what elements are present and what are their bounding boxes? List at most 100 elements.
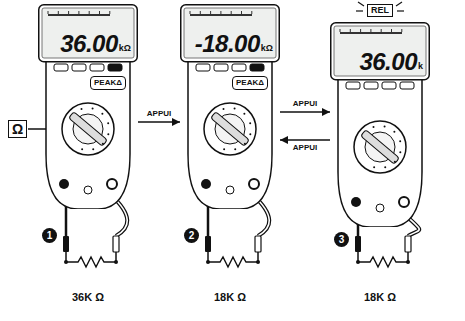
display-reading: 36.00 (359, 49, 417, 75)
edge-label: APPUI (146, 110, 172, 118)
indicator-ray (396, 2, 402, 6)
press-arrow (280, 139, 330, 141)
display-unit: k (418, 61, 423, 71)
meter-body (46, 60, 130, 209)
bar-tick (99, 11, 100, 14)
dial-mark (399, 140, 401, 142)
lcd-screen (184, 8, 276, 58)
dial-mark (384, 166, 386, 168)
bar-tick (231, 11, 232, 14)
red-probe (405, 236, 411, 252)
bar-tick (48, 11, 49, 14)
dial-mark (81, 148, 83, 150)
lcd-readout: 36.00k (335, 27, 425, 75)
lcd-readout: 36.00kΩ (43, 9, 133, 57)
bar-tick (370, 29, 371, 32)
function-button (90, 64, 104, 71)
function-button (250, 64, 264, 71)
display-frame (331, 23, 430, 80)
v-ohm-jack (249, 179, 259, 189)
junction-dot (406, 260, 410, 264)
bar-tick (190, 11, 191, 14)
function-button (382, 82, 396, 89)
black-probe (205, 236, 211, 252)
leader-line (28, 128, 47, 130)
multimeter: -18.00kΩ (180, 4, 280, 209)
resistance-value: 18K Ω (214, 292, 246, 303)
bar-tick (360, 29, 361, 32)
v-ohm-jack (107, 179, 117, 189)
edge-label: APPUI (292, 144, 318, 152)
bar-tick (58, 11, 59, 14)
function-button (72, 64, 86, 71)
bar-tick (251, 11, 252, 14)
dial-mark (249, 122, 251, 124)
display-reading: -18.00 (195, 31, 260, 57)
jack (84, 186, 92, 194)
red-probe (113, 236, 119, 252)
rotary-dial (204, 103, 256, 155)
meter-body (188, 60, 272, 209)
red-probe (255, 236, 261, 252)
range-label: Ω (8, 120, 27, 138)
resistor-symbol (66, 257, 116, 267)
dial-mark (92, 108, 94, 110)
display-frame (39, 5, 138, 62)
dial-mark (223, 148, 225, 150)
callout-number: 1 (42, 228, 57, 243)
dial-mark (373, 126, 375, 128)
dial-knob (69, 112, 108, 146)
display-reading: 36.00 (60, 31, 118, 57)
function-button (346, 82, 360, 89)
jack (376, 204, 384, 212)
button-callout: PEAKΔ (232, 76, 268, 90)
dial-mark (223, 108, 225, 110)
bar-tick (210, 11, 211, 14)
dial-mark (399, 151, 401, 153)
function-button (108, 64, 122, 71)
com-jack (201, 179, 211, 189)
junction-dot (356, 260, 360, 264)
bar-tick (68, 11, 69, 14)
lcd-readout: -18.00kΩ (185, 9, 275, 57)
dial-mark (234, 148, 236, 150)
v-ohm-jack (399, 197, 409, 207)
black-probe (355, 236, 361, 252)
dial-mark (101, 113, 103, 115)
dial-mark (384, 126, 386, 128)
meter-body (338, 78, 422, 227)
rotary-dial (354, 121, 406, 173)
dial-mark (234, 108, 236, 110)
bar-tick (381, 29, 382, 32)
junction-dot (256, 260, 260, 264)
bar-tick (89, 11, 90, 14)
edge-label: APPUI (292, 100, 318, 108)
function-button (364, 82, 378, 89)
function-button (214, 64, 228, 71)
press-arrow (280, 111, 330, 113)
dial-mark (92, 148, 94, 150)
dial-mark (107, 122, 109, 124)
dial-mark (107, 133, 109, 135)
junction-dot (64, 260, 68, 264)
indicator-ray (358, 2, 364, 6)
multimeter: 36.00kΩ (38, 4, 138, 209)
multimeter: 36.00k (330, 22, 430, 227)
indicator-ray (356, 10, 363, 11)
bar-graph (190, 14, 252, 16)
bar-tick (241, 11, 242, 14)
bar-tick (340, 29, 341, 32)
rel-indicator: REL (367, 4, 393, 17)
bar-tick (109, 11, 110, 14)
display-frame (181, 5, 280, 62)
function-button (400, 82, 414, 89)
resistor-symbol (208, 257, 258, 267)
junction-dot (206, 260, 210, 264)
display-unit: kΩ (261, 43, 273, 53)
dial-mark (373, 166, 375, 168)
bar-graph (48, 14, 110, 16)
bar-tick (391, 29, 392, 32)
callout-number: 2 (184, 228, 199, 243)
bar-tick (220, 11, 221, 14)
